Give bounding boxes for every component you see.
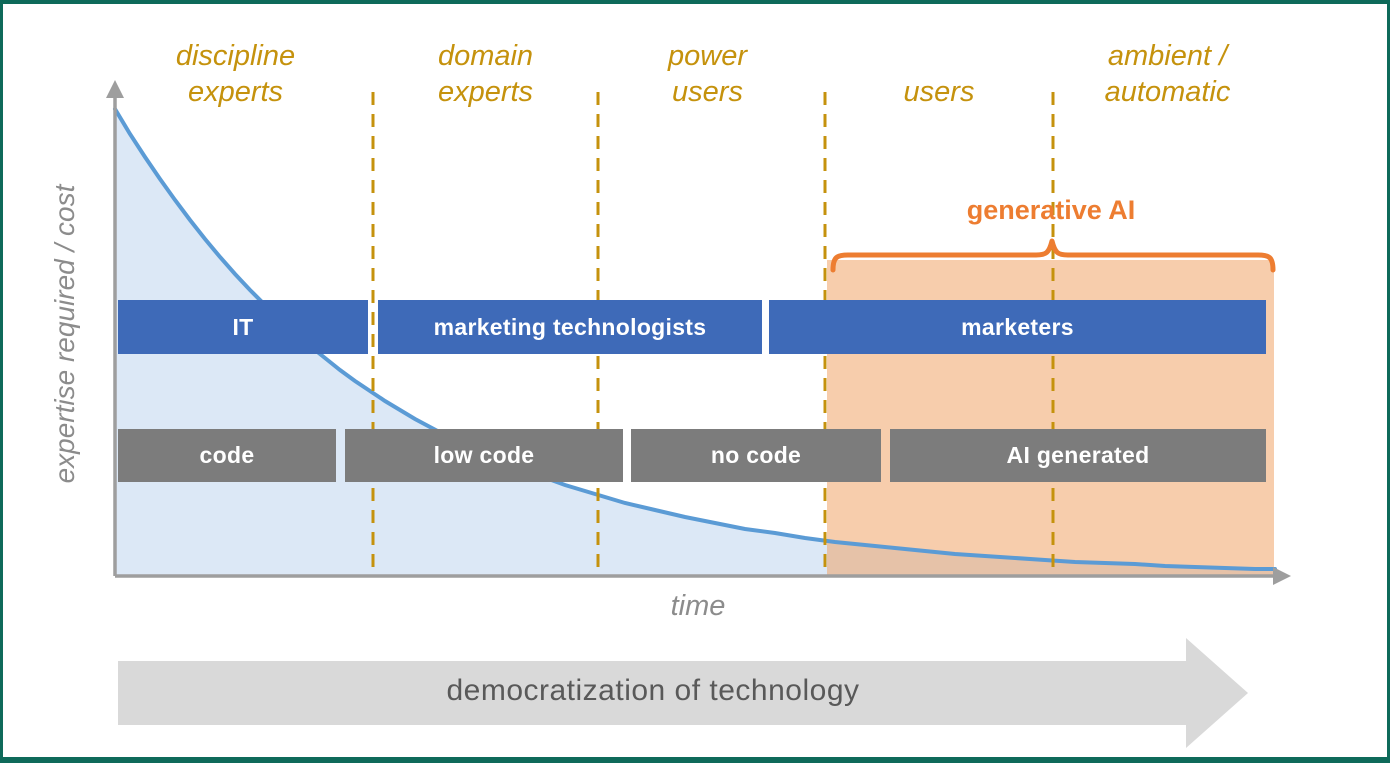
tech-bar-low-code: low code: [345, 429, 623, 482]
people-bar-it-label: IT: [232, 313, 254, 340]
people-bar-marketing-technologists-label: marketing technologists: [433, 313, 707, 340]
column-label-users: users: [903, 75, 975, 108]
tech-bar-code: code: [118, 429, 336, 482]
tech-bar-no-code: no code: [631, 429, 881, 482]
column-label-power-users: power users: [668, 40, 747, 108]
tech-bar-ai-generated-label: AI generated: [1006, 442, 1150, 468]
column-label-ambient-automatic: ambient / automatic: [1104, 40, 1231, 108]
diagram-canvas: [113, 92, 1277, 576]
column-label-domain-experts: domain experts: [437, 40, 534, 108]
tech-bar-low-code-label: low code: [433, 442, 535, 468]
tech-bar-code-label: code: [199, 442, 255, 468]
people-bar-marketers-label: marketers: [961, 313, 1074, 340]
people-bar-marketing-technologists: marketing technologists: [378, 300, 762, 354]
tech-bar-no-code-label: no code: [710, 442, 802, 468]
tech-bar-ai-generated: AI generated: [890, 429, 1266, 482]
people-bar-marketers: marketers: [769, 300, 1266, 354]
bottom-arrow-label: democratization of technology: [446, 674, 860, 707]
people-bar-it: IT: [118, 300, 368, 354]
generative-ai-label: generative AI: [966, 195, 1136, 225]
x-axis-label: time: [670, 590, 726, 622]
curve-line: [113, 107, 1277, 571]
column-label-discipline-experts: discipline experts: [175, 40, 296, 108]
y-axis-label: expertise required / cost: [49, 184, 80, 484]
